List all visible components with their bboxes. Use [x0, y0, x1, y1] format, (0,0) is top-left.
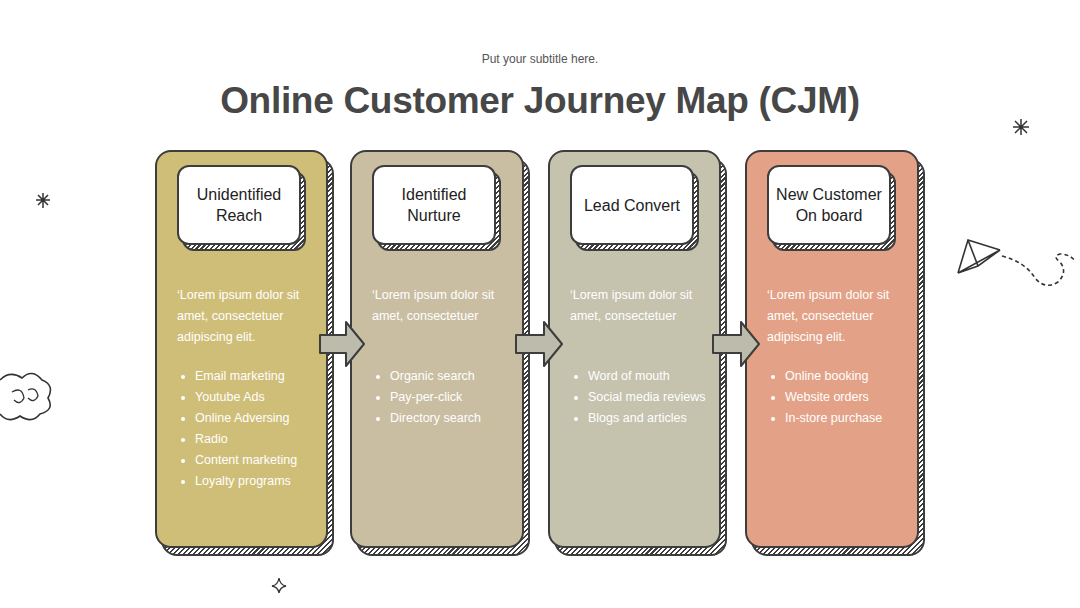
stage-header-box: New Customer On board	[767, 165, 891, 245]
paper-plane	[958, 240, 1076, 285]
channel-item: Word of mouth	[588, 366, 728, 387]
diagram-title: Online Customer Journey Map (CJM)	[0, 80, 1080, 122]
channel-item: Loyalty programs	[195, 471, 335, 492]
channel-item: Pay-per-click	[390, 387, 530, 408]
channel-list: Online bookingWebsite ordersIn-store pur…	[767, 366, 925, 429]
cloud-swirl	[12, 389, 38, 403]
journey-stage-column: ‘Lorem ipsum dolor sit amet, consectetue…	[350, 150, 524, 548]
channel-item: Online booking	[785, 366, 925, 387]
channel-item: Social media reviews	[588, 387, 728, 408]
stage-header-box: Identified Nurture	[372, 165, 496, 245]
flow-arrow	[320, 322, 364, 366]
channel-item: Youtube Ads	[195, 387, 335, 408]
channel-item: Website orders	[785, 387, 925, 408]
stage-header-text: Identified Nurture	[374, 184, 494, 226]
journey-stage-column: ‘Lorem ipsum dolor sit amet, consectetue…	[745, 150, 919, 548]
channel-list: Word of mouthSocial media reviewsBlogs a…	[570, 366, 728, 429]
cloud-doodle	[0, 373, 50, 419]
channel-item: Radio	[195, 429, 335, 450]
stage-description: ‘Lorem ipsum dolor sit amet, consectetue…	[177, 285, 309, 348]
stage-description: ‘Lorem ipsum dolor sit amet, consectetue…	[372, 285, 504, 327]
flow-arrow	[516, 322, 562, 366]
stage-header-text: New Customer On board	[769, 184, 889, 226]
stage-header-text: Unidentified Reach	[179, 184, 299, 226]
stage-header-box: Unidentified Reach	[177, 165, 301, 245]
flow-arrow	[713, 322, 759, 366]
channel-list: Email marketingYoutube AdsOnline Adversi…	[177, 366, 335, 492]
stage-header-text: Lead Convert	[580, 195, 684, 216]
channel-item: Organic search	[390, 366, 530, 387]
channel-item: In-store purchase	[785, 408, 925, 429]
stage-header-box: Lead Convert	[570, 165, 694, 245]
stage-description: ‘Lorem ipsum dolor sit amet, consectetue…	[570, 285, 702, 327]
channel-item: Content marketing	[195, 450, 335, 471]
stage-description: ‘Lorem ipsum dolor sit amet, consectetue…	[767, 285, 899, 348]
channel-list: Organic searchPay-per-clickDirectory sea…	[372, 366, 530, 429]
channel-item: Online Adversing	[195, 408, 335, 429]
channel-item: Blogs and articles	[588, 408, 728, 429]
sparkle-doodle	[272, 578, 286, 593]
journey-stage-column: ‘Lorem ipsum dolor sit amet, consectetue…	[548, 150, 721, 548]
channel-item: Directory search	[390, 408, 530, 429]
subtitle-label: Put your subtitle here.	[0, 52, 1080, 66]
channel-item: Email marketing	[195, 366, 335, 387]
journey-stage-column: ‘Lorem ipsum dolor sit amet, consectetue…	[155, 150, 328, 548]
